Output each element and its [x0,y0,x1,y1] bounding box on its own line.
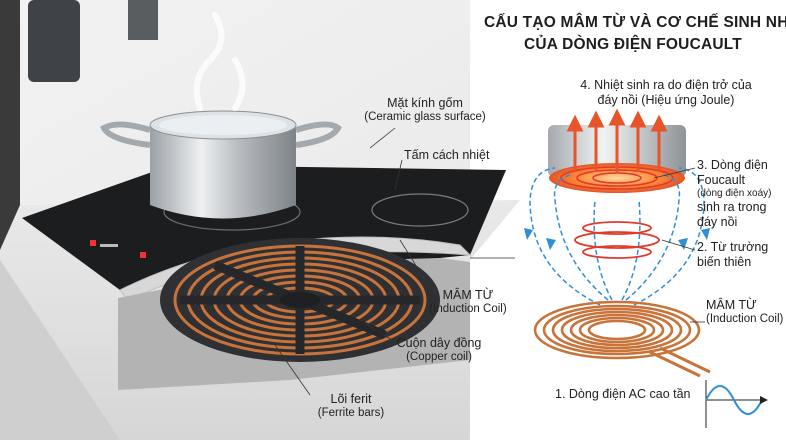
label-field-2: biến thiên [697,255,752,269]
label-joule-heat-2: đáy nồi (Hiệu ứng Joule) [597,93,735,107]
control-light [90,240,96,246]
right-leader-lines [653,167,705,323]
label-induction-coil-left: MÂM TỪ (Induction Coil) [418,288,518,317]
cooking-pot [100,110,342,219]
counter-front [0,260,120,440]
title-line-2: CỦA DÒNG ĐIỆN FOUCAULT [524,36,742,53]
label-induction-coil-left-sub: (Induction Coil) [429,303,507,315]
label-eddy-5: đáy nồi [697,215,738,229]
coil-center [280,292,320,308]
label-copper-coil-main: Cuộn dây đồng [396,336,482,350]
label-coil-right-sub: (Induction Coil) [706,313,784,325]
label-eddy-4: sinh ra trong [697,200,767,214]
label-eddy-2: Foucault [697,173,745,187]
label-ferrite-main: Lõi ferit [330,392,372,406]
heat-arrows [566,108,668,172]
label-coil-right-main: MÂM TỪ [706,298,757,312]
label-magnetic-field: 2. Từ trường biến thiên [697,240,768,270]
canister [28,0,80,82]
label-induction-coil-right: MÂM TỪ (Induction Coil) [706,298,783,327]
label-eddy-current: 3. Dòng điện Foucault (dòng điện xoáy) s… [697,158,772,230]
label-ferrite-sub: (Ferrite bars) [317,407,385,419]
label-copper-coil-sub: (Copper coil) [406,351,472,363]
ac-waveform [705,380,768,428]
coil-leads [649,346,711,378]
label-induction-coil-left-main: MÂM TỪ [442,288,494,302]
label-joule-heat-1: 4. Nhiệt sinh ra do điện trở của [580,78,752,92]
control-light-2 [140,252,146,258]
canister-2 [128,0,158,40]
label-insulation: Tấm cách nhiệt [404,148,489,163]
heated-pot-base [549,163,685,193]
label-joule-heat: 4. Nhiệt sinh ra do điện trở của đáy nồi… [566,78,766,108]
label-field-1: 2. Từ trường [697,240,769,254]
right-panel-background [470,0,786,440]
induced-field-loops [574,221,660,259]
field-arrowheads [524,228,710,250]
label-copper-coil: Cuộn dây đồng (Copper coil) [394,336,484,365]
steam [193,12,246,111]
burner-ring [371,193,469,227]
right-copper-coil [533,300,701,360]
label-ac-current: 1. Dòng điện AC cao tần [555,387,691,402]
control-bar [100,244,118,247]
leader-lines [274,127,515,396]
magnetic-field-lines [529,167,705,306]
title-line-1: CẤU TẠO MÂM TỪ VÀ CƠ CHẾ SINH NHIỆT [484,14,786,31]
label-ferrite: Lõi ferit (Ferrite bars) [306,392,396,421]
label-ceramic-glass: Mặt kính gốm (Ceramic glass surface) [362,96,488,125]
label-ac-current-main: 1. Dòng điện AC cao tần [555,387,691,401]
label-ceramic-glass-sub: (Ceramic glass surface) [364,111,486,123]
label-eddy-1: 3. Dòng điện [697,158,768,172]
label-eddy-3: (dòng điện xoáy) [697,188,772,199]
label-ceramic-glass-main: Mặt kính gốm [387,96,463,110]
left-dark-edge [0,0,20,250]
label-insulation-main: Tấm cách nhiệt [404,148,490,162]
